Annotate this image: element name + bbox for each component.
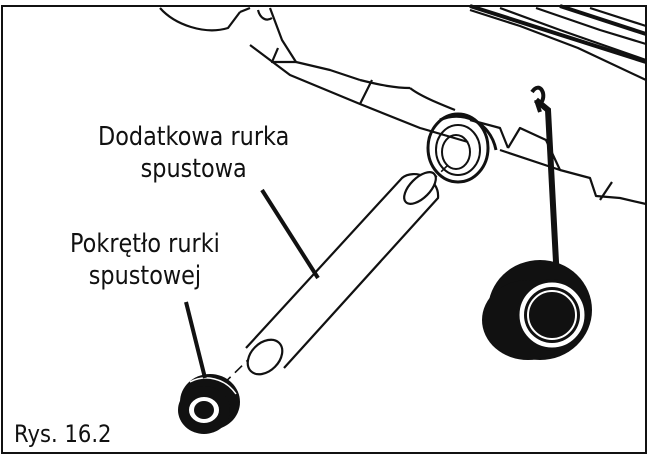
- drain-cap: [482, 85, 592, 360]
- leader-extra-tube: [260, 188, 320, 280]
- drain-tube-knob: [178, 374, 240, 434]
- machine-edge-stripes: [469, 4, 647, 64]
- callout-extra-drain-tube: Dodatkowa rurka spustowa: [98, 121, 289, 185]
- leader-knob: [184, 301, 207, 379]
- extra-drain-tube: [245, 171, 440, 376]
- drain-port: [426, 112, 498, 184]
- callout-drain-tube-knob-line1: Pokrętło rurki: [70, 229, 220, 259]
- callout-extra-drain-tube-line2: spustowa: [140, 154, 247, 184]
- callout-extra-drain-tube-line1: Dodatkowa rurka: [98, 122, 290, 152]
- callout-drain-tube-knob-line2: spustowej: [88, 261, 202, 291]
- machine-body: [159, 6, 647, 206]
- figure-number: Rys. 16.2: [14, 420, 112, 448]
- callout-drain-tube-knob: Pokrętło rurki spustowej: [70, 228, 220, 292]
- figure-frame: [1, 5, 647, 454]
